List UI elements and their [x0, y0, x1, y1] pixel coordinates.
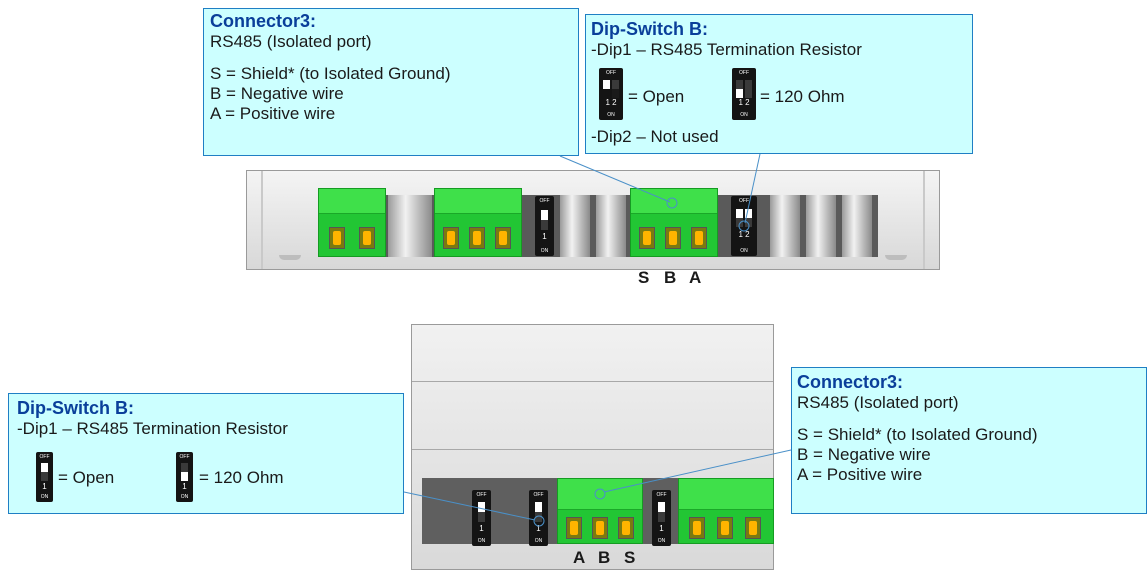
callout-subtitle: RS485 (Isolated port) [210, 32, 372, 51]
screw-terminal [665, 227, 681, 249]
top-dip-switch-a: OFF 1 ON [535, 196, 554, 256]
callout-dip1-text: -Dip1 – RS485 Termination Resistor [591, 40, 862, 59]
screw-terminal [745, 517, 761, 539]
top-connector3-callout: Connector3: RS485 (Isolated port) S = Sh… [203, 8, 579, 156]
legend-open-label: = Open [58, 468, 115, 487]
callout-subtitle: RS485 (Isolated port) [797, 393, 959, 412]
top-dip-switch-b: OFF 1 2 ON [731, 196, 757, 256]
top-spacer-1 [388, 195, 432, 257]
screw-terminal [359, 227, 375, 249]
legend-open-label: = Open [628, 87, 685, 106]
callout-title: Connector3: [210, 11, 317, 31]
top-spacer-4 [770, 195, 800, 257]
top-pin-label-a: A [689, 268, 702, 287]
legend-dip-120ohm: OFF 1 2 ON [732, 68, 756, 120]
bottom-dip-switch-b: OFF 1 ON [529, 490, 548, 546]
callout-dip2-text: -Dip2 – Not used [591, 127, 719, 146]
callout-title: Dip-Switch B: [591, 19, 708, 39]
top-pin-label-s: S [638, 268, 650, 287]
top-spacer-3 [596, 195, 626, 257]
screw-terminal [329, 227, 345, 249]
screw-terminal [566, 517, 582, 539]
bottom-pin-label-b: B [598, 548, 611, 567]
legend-120ohm-label: = 120 Ohm [199, 468, 284, 487]
bottom-dip-switch-callout: Dip-Switch B: -Dip1 – RS485 Termination … [8, 393, 404, 514]
callout-line-negative: B = Negative wire [210, 84, 344, 103]
callout-line-positive: A = Positive wire [797, 465, 923, 484]
callout-title: Connector3: [797, 372, 904, 392]
legend-dip-open: OFF 1 2 ON [599, 68, 623, 120]
screw-terminal [639, 227, 655, 249]
screw-terminal [469, 227, 485, 249]
top-connector3-block [630, 188, 718, 257]
callout-line-shield: S = Shield* (to Isolated Ground) [797, 425, 1038, 444]
top-dip-switch-callout: Dip-Switch B: -Dip1 – RS485 Termination … [585, 14, 973, 154]
screw-terminal [689, 517, 705, 539]
callout-line-shield: S = Shield* (to Isolated Ground) [210, 64, 451, 83]
callout-dip1-text: -Dip1 – RS485 Termination Resistor [17, 419, 288, 438]
bottom-pin-label-a: A [573, 548, 586, 567]
top-spacer-6 [842, 195, 872, 257]
bottom-pin-label-s: S [624, 548, 636, 567]
bottom-connector3-callout: Connector3: RS485 (Isolated port) S = Sh… [791, 367, 1147, 514]
top-spacer-5 [806, 195, 836, 257]
legend-dip-120ohm: OFF 1 ON [176, 452, 193, 502]
bottom-terminal-block-2 [678, 478, 774, 544]
callout-line-negative: B = Negative wire [797, 445, 931, 464]
legend-120ohm-label: = 120 Ohm [760, 87, 845, 106]
top-terminal-block-2 [434, 188, 522, 257]
callout-line-positive: A = Positive wire [210, 104, 336, 123]
screw-terminal [443, 227, 459, 249]
legend-dip-open: OFF 1 ON [36, 452, 53, 502]
screw-terminal [717, 517, 733, 539]
top-spacer-2 [560, 195, 590, 257]
bottom-dip-switch-3: OFF 1 ON [652, 490, 671, 546]
bottom-dip-switch-1: OFF 1 ON [472, 490, 491, 546]
screw-terminal [618, 517, 634, 539]
top-terminal-block-1 [318, 188, 386, 257]
screw-terminal [592, 517, 608, 539]
screw-terminal [691, 227, 707, 249]
callout-title: Dip-Switch B: [17, 398, 134, 418]
top-pin-label-b: B [664, 268, 677, 287]
screw-terminal [495, 227, 511, 249]
